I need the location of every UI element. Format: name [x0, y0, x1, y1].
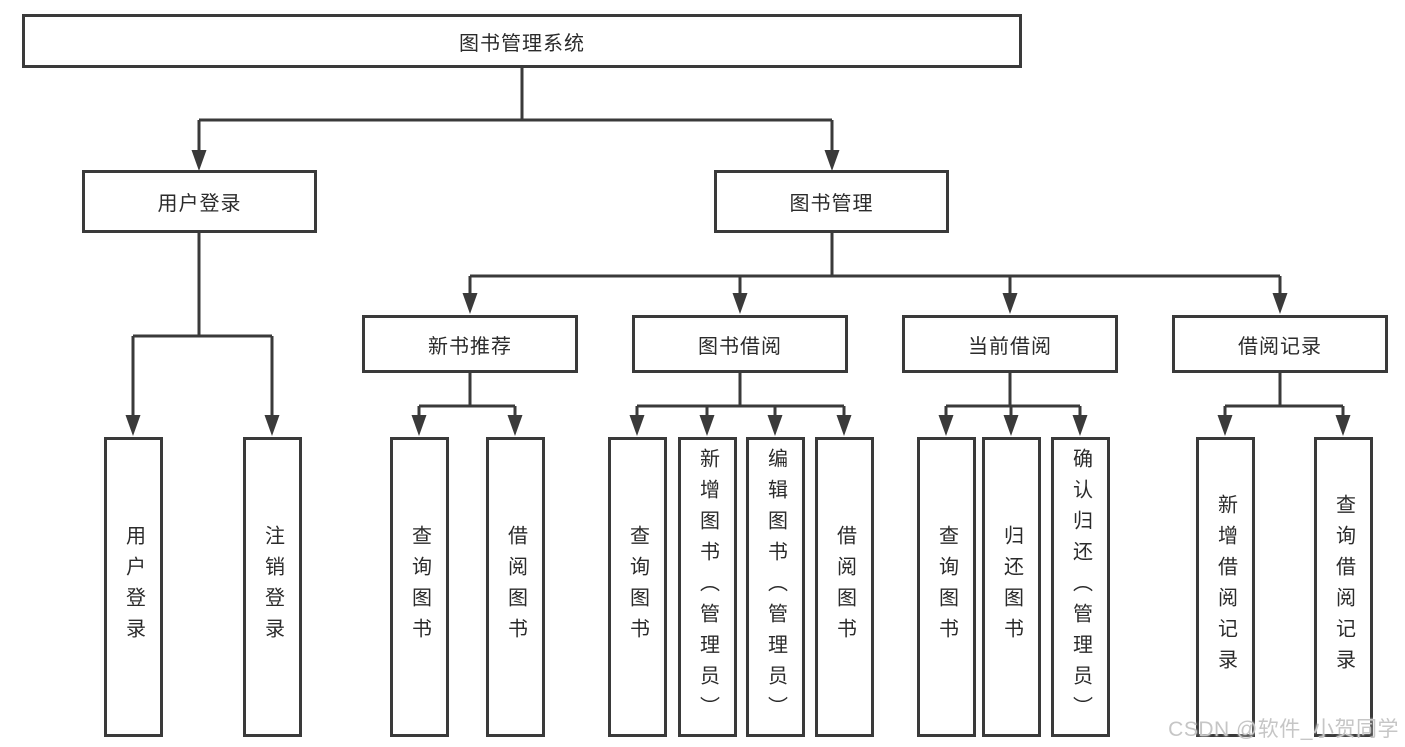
node-user-login: 用户登录: [82, 170, 317, 233]
node-label: 图书借阅: [698, 335, 782, 358]
leaf-current-confirm-return-admin: 确认归还（管理员）: [1051, 437, 1110, 737]
node-label: 新增借阅记录: [1214, 494, 1237, 680]
node-label: 新增图书（管理员）: [696, 447, 719, 727]
node-label: 借阅图书: [504, 525, 527, 649]
leaf-current-return-books: 归还图书: [982, 437, 1041, 737]
node-borrowing-records: 借阅记录: [1172, 315, 1388, 373]
node-library-management-system: 图书管理系统: [22, 14, 1022, 68]
leaf-user-login: 用户登录: [104, 437, 163, 737]
leaf-logout: 注销登录: [243, 437, 302, 737]
leaf-current-query-books: 查询图书: [917, 437, 976, 737]
leaf-records-query-borrow-record: 查询借阅记录: [1314, 437, 1373, 737]
leaf-newbook-query-books: 查询图书: [390, 437, 449, 737]
csdn-watermark: CSDN @软件_小贺同学: [1168, 718, 1399, 741]
leaf-newbook-borrow-books: 借阅图书: [486, 437, 545, 737]
node-book-management: 图书管理: [714, 170, 949, 233]
leaf-borrow-borrow-books: 借阅图书: [815, 437, 874, 737]
leaf-borrow-query-books: 查询图书: [608, 437, 667, 737]
node-label: 新书推荐: [428, 335, 512, 358]
node-label: 图书管理系统: [459, 32, 585, 55]
leaf-borrow-add-books-admin: 新增图书（管理员）: [678, 437, 737, 737]
node-label: 确认归还（管理员）: [1069, 447, 1092, 727]
node-label: 用户登录: [122, 525, 145, 649]
node-label: 当前借阅: [968, 335, 1052, 358]
node-label: 查询图书: [626, 525, 649, 649]
node-label: 注销登录: [261, 525, 284, 649]
node-label: 查询图书: [408, 525, 431, 649]
node-label: 图书管理: [789, 193, 874, 215]
node-label: 借阅记录: [1238, 335, 1322, 358]
node-label: 归还图书: [1000, 525, 1023, 649]
node-label: 编辑图书（管理员）: [764, 447, 787, 727]
node-label: 用户登录: [157, 193, 242, 215]
leaf-records-add-borrow-record: 新增借阅记录: [1196, 437, 1255, 737]
node-new-book-recommendation: 新书推荐: [362, 315, 578, 373]
leaf-borrow-edit-books-admin: 编辑图书（管理员）: [746, 437, 805, 737]
node-label: 借阅图书: [833, 525, 856, 649]
node-book-borrowing: 图书借阅: [632, 315, 848, 373]
node-label: 查询借阅记录: [1332, 494, 1355, 680]
node-label: 查询图书: [935, 525, 958, 649]
node-current-borrowing: 当前借阅: [902, 315, 1118, 373]
